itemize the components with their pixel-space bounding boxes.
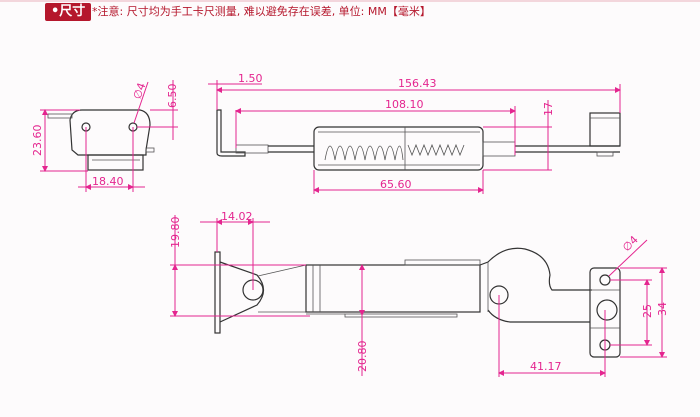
dim-hole-diameter: ∅4	[620, 233, 641, 254]
dim-pivot-distance: 41.17	[530, 360, 562, 373]
dim-housing-length: 65.60	[380, 178, 412, 191]
dim-hole-offset: 6.50	[166, 84, 179, 109]
dim-hole-center-length: 108.10	[385, 98, 424, 111]
dim-inner-hole-spacing: 25	[641, 304, 654, 318]
dim-hole-diameter: ∅4	[131, 81, 149, 101]
dim-thickness: 1.50	[238, 72, 263, 85]
top-view: 1.50 156.43 108.10 17 65.60	[208, 72, 621, 194]
dim-hole-distance: 14.02	[221, 210, 253, 223]
section-badge: •尺寸	[45, 3, 92, 21]
dim-hole-spacing: 18.40	[92, 175, 124, 188]
dim-bracket-height: 34	[656, 302, 669, 316]
side-view: 23.60 18.40 6.50 ∅4	[31, 80, 179, 192]
dim-overall-length: 156.43	[398, 77, 437, 90]
top-divider	[0, 0, 700, 2]
measurement-note: *注意: 尺寸均为手工卡尺测量, 难以避免存在误差, 单位: MM【毫米】	[92, 5, 431, 18]
dim-plate-offset: 19.80	[169, 217, 182, 249]
dim-height: 17	[542, 102, 555, 116]
dim-height: 23.60	[31, 125, 44, 157]
dim-body-height: 20.80	[356, 341, 369, 373]
front-view: 19.80 14.02 20.80 41.17 ∅4 25 34	[169, 210, 669, 377]
